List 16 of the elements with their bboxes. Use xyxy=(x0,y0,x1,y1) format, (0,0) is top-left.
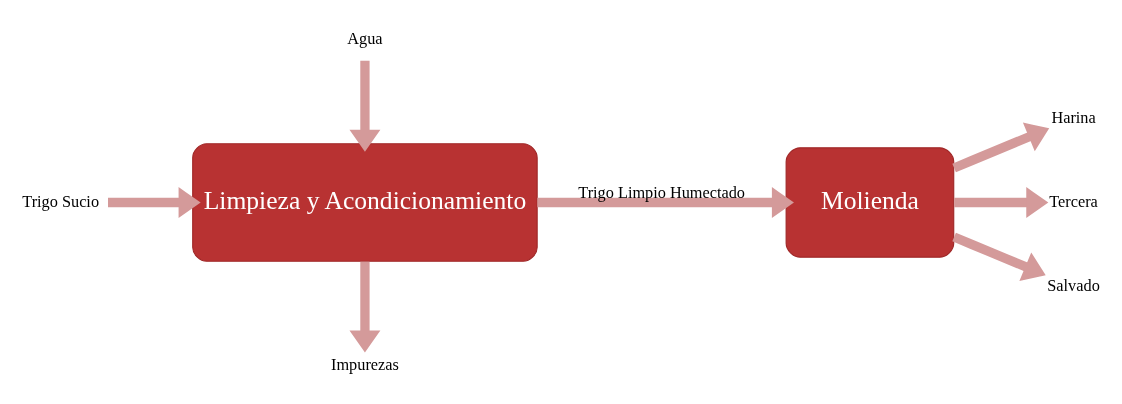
arrow xyxy=(108,186,201,218)
arrow xyxy=(952,232,1046,281)
arrow xyxy=(349,261,381,352)
arrow xyxy=(349,60,381,152)
edge-label: Trigo Limpio Humectado xyxy=(578,182,746,202)
node-text: Trigo Sucio xyxy=(22,191,100,211)
arrow xyxy=(952,122,1050,172)
node-box: Molienda xyxy=(785,146,955,258)
node-box: Limpieza y Acondicionamiento xyxy=(192,142,538,262)
node-text: Impurezas xyxy=(331,354,399,374)
node-text: Harina xyxy=(1051,107,1096,127)
node-text: Tercera xyxy=(1049,191,1098,211)
arrow xyxy=(954,186,1049,218)
node-text: Agua xyxy=(347,28,383,48)
node-text: Salvado xyxy=(1047,275,1100,295)
arrow xyxy=(537,186,794,218)
